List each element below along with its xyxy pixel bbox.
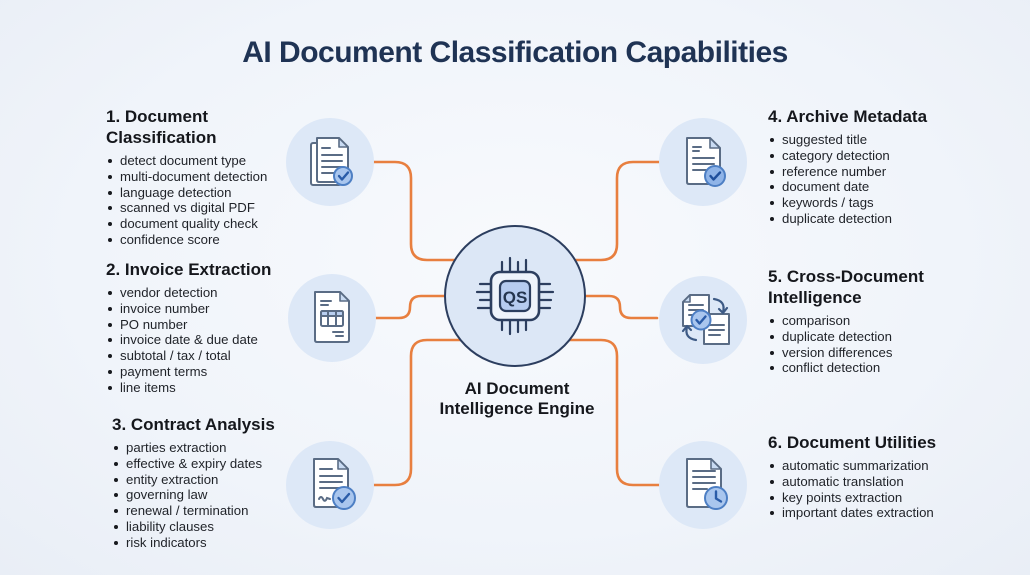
hub-caption-line2: Intelligence Engine	[439, 399, 595, 418]
contract-signature-check-glyph	[313, 458, 356, 510]
bullet-item: keywords / tags	[768, 195, 998, 211]
section-heading: 2. Invoice Extraction	[106, 260, 272, 279]
section-document-utilities: 6. Document Utilities automatic summariz…	[768, 432, 998, 521]
document-sync-check-icon	[659, 276, 747, 364]
section-heading: 6. Document Utilities	[768, 433, 937, 452]
bullet-item: conflict detection	[768, 360, 953, 376]
bullet-item: version differences	[768, 345, 953, 361]
bullet-item: entity extraction	[112, 472, 327, 488]
document-clock-icon	[659, 441, 747, 529]
bullet-item: risk indicators	[112, 535, 327, 551]
bullet-item: invoice date & due date	[106, 332, 321, 348]
bullet-item: detect document type	[106, 153, 321, 169]
bullet-item: comparison	[768, 313, 953, 329]
bullet-item: line items	[106, 380, 321, 396]
bullet-item: automatic summarization	[768, 458, 998, 474]
section-heading: 4. Archive Metadata	[768, 107, 928, 126]
contract-signature-check-icon	[286, 441, 374, 529]
bullet-item: multi-document detection	[106, 169, 321, 185]
connector-line-5	[566, 294, 659, 320]
hub-circle: QS	[444, 225, 586, 367]
bullet-item: parties extraction	[112, 440, 327, 456]
chip-icon: QS	[475, 256, 555, 336]
document-check-icon	[659, 118, 747, 206]
connector-line-2	[372, 294, 464, 320]
bullet-item: duplicate detection	[768, 329, 953, 345]
document-check-glyph	[686, 137, 726, 187]
bullet-item: duplicate detection	[768, 211, 998, 227]
section-heading: 1. Document Classification	[106, 107, 217, 147]
invoice-table-glyph	[314, 291, 350, 343]
bullet-item: payment terms	[106, 364, 321, 380]
section-cross-document-intelligence: 5. Cross-Document Intelligence compariso…	[768, 266, 953, 376]
document-stack-check-glyph	[310, 137, 353, 186]
bullet-item: governing law	[112, 487, 327, 503]
section-heading: 3. Contract Analysis	[112, 415, 275, 434]
bullet-item: reference number	[768, 164, 998, 180]
bullet-item: document quality check	[106, 216, 321, 232]
bullet-item: category detection	[768, 148, 998, 164]
bullet-item: scanned vs digital PDF	[106, 200, 321, 216]
connector-line-4	[554, 160, 661, 262]
chip-pins	[475, 256, 555, 336]
bullet-item: PO number	[106, 317, 321, 333]
bullet-item: automatic translation	[768, 474, 998, 490]
section-document-classification: 1. Document Classification detect docume…	[106, 106, 321, 248]
bullet-item: language detection	[106, 185, 321, 201]
bullet-item: suggested title	[768, 132, 998, 148]
document-stack-check-icon	[286, 118, 374, 206]
bullet-item: vendor detection	[106, 285, 321, 301]
bullet-item: important dates extraction	[768, 505, 998, 521]
bullet-item: confidence score	[106, 232, 321, 248]
chip-label: QS	[503, 288, 528, 307]
hub-caption-line1: AI Document	[464, 379, 570, 398]
document-sync-check-glyph	[681, 294, 730, 345]
connector-line-3	[370, 338, 474, 487]
connector-line-1	[370, 160, 474, 262]
document-clock-glyph	[686, 458, 728, 510]
bullet-item: key points extraction	[768, 490, 998, 506]
bullet-item: invoice number	[106, 301, 321, 317]
bullet-item: effective & expiry dates	[112, 456, 327, 472]
bullet-item: liability clauses	[112, 519, 327, 535]
section-heading: 5. Cross-Document Intelligence	[768, 267, 924, 307]
bullet-item: document date	[768, 179, 998, 195]
hub-caption: AI Document Intelligence Engine	[412, 379, 622, 419]
invoice-table-icon	[288, 274, 376, 362]
bullet-item: subtotal / tax / total	[106, 348, 321, 364]
connector-line-6	[554, 338, 661, 487]
bullet-item: renewal / termination	[112, 503, 327, 519]
page-title: AI Document Classification Capabilities	[242, 36, 788, 69]
